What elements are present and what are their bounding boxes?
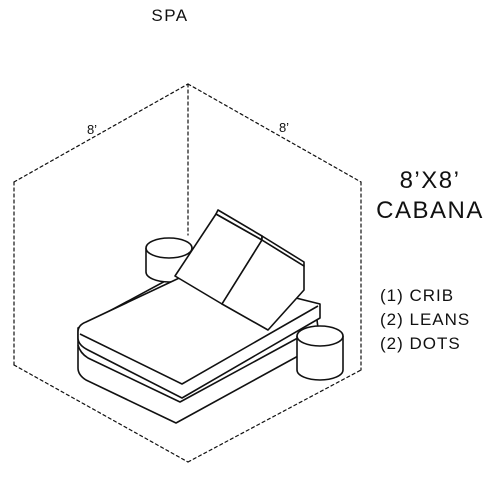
crib-base-stripe [77, 326, 319, 403]
contents-item-dots: (2) DOTS [380, 334, 461, 353]
cabana-name-title: CABANA [376, 197, 484, 224]
width-dimension-label: 8’ [87, 122, 97, 137]
contents-item-crib: (1) CRIB [380, 286, 455, 305]
leans-group [174, 209, 305, 331]
contents-item-leans: (2) LEANS [380, 310, 471, 329]
header-label: SPA [151, 6, 189, 25]
depth-dimension-label: 8’ [279, 120, 289, 135]
lean-right [221, 239, 305, 331]
cabana-size-title: 8’X8’ [399, 167, 461, 194]
room-outline [13, 83, 362, 463]
dot-right [296, 325, 344, 381]
mattress-seam [79, 305, 319, 385]
lean-right-back [261, 235, 305, 267]
contents-list: (1) CRIB (2) LEANS (2) DOTS [380, 284, 470, 356]
